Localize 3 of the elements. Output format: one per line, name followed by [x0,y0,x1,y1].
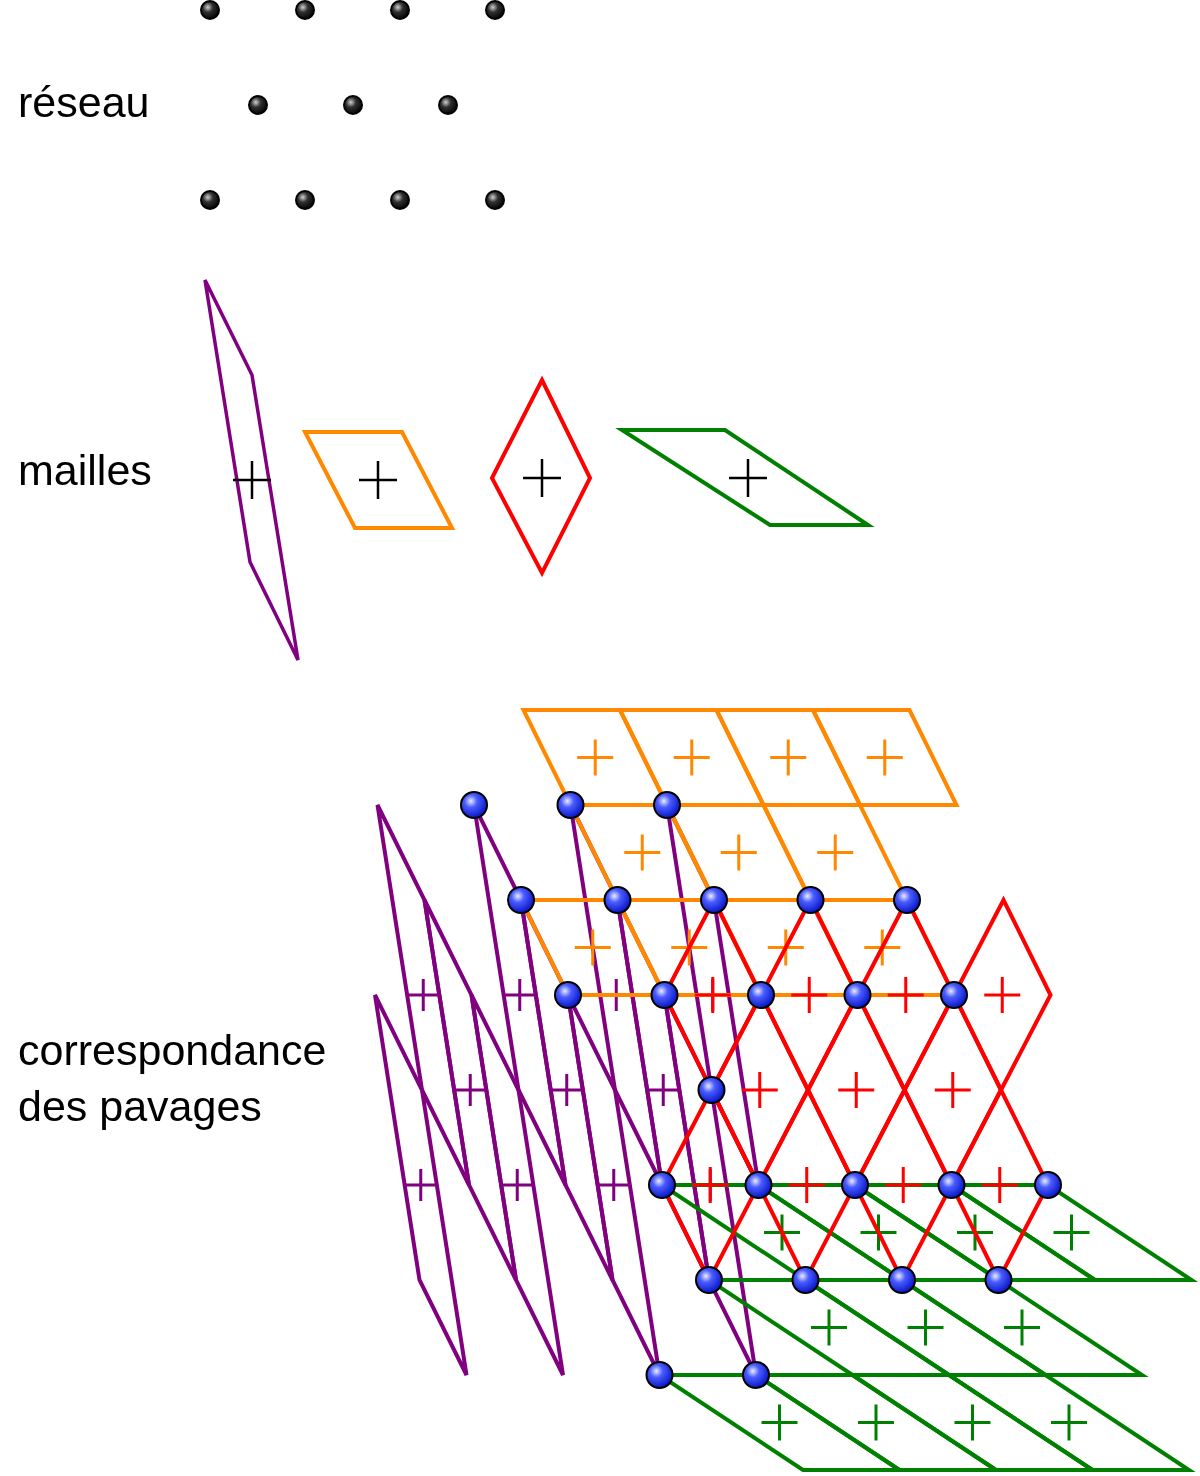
section-label: mailles [18,445,152,496]
section-label: correspondance des pavages [18,1025,328,1132]
section-label: réseau [18,77,150,128]
